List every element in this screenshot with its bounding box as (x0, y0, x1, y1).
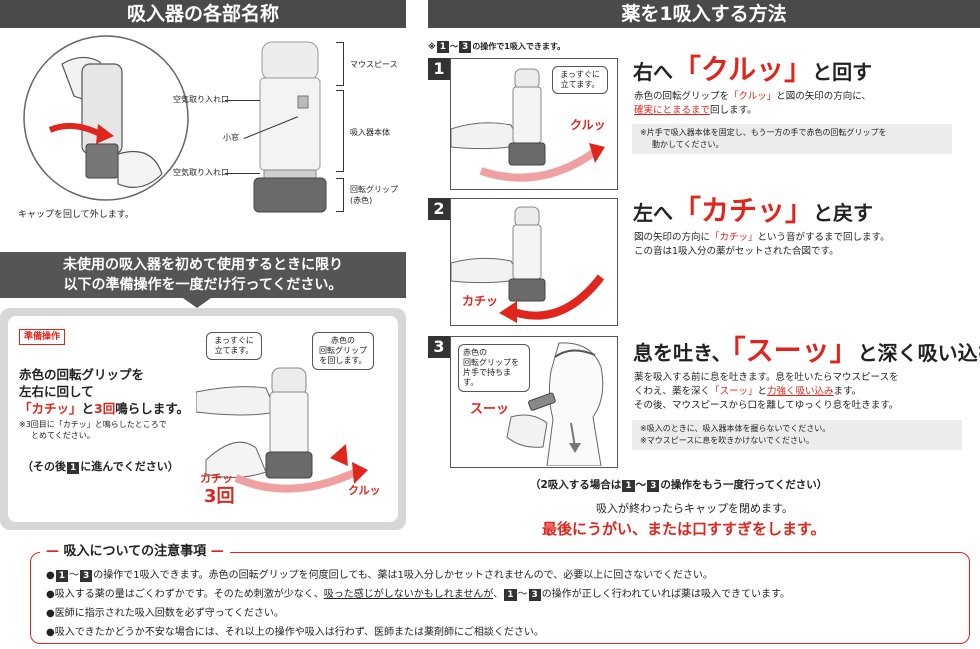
label-grip: 回転グリップ(赤色) (350, 185, 398, 205)
label-air-intake-top: 空気取り入れ口 (173, 95, 229, 104)
method-header: 薬を1吸入する方法 (428, 0, 980, 28)
first-use-banner: 未使用の吸入器を初めて使用するときに限り 以下の準備操作を一度だけ行ってください… (0, 252, 406, 298)
step3-text: 薬を吸入する前に息を吐きます。息を吐いたらマウスピースを くわえ、薬を深く「スー… (634, 372, 899, 411)
prep-note: ※3回目に「カチッ」と鳴らしたところで とめてください。 (19, 420, 167, 440)
leader-line (225, 100, 260, 101)
prep-instructions: 赤色の回転グリップを 左右に回して 「カチッ」と3回鳴らします。 (19, 367, 189, 416)
notes-title: — 吸入についての注意事項 — (40, 543, 230, 561)
bracket-body (336, 90, 344, 172)
step3-bubble: 赤色の回転グリップを片手で持ちます。 (458, 344, 530, 392)
prep-label-kuru: クルッ (348, 484, 381, 497)
step1-note: ※片手で吸入器本体を固定し、もう一方の手で赤色の回転グリップを 動かしてください… (632, 124, 952, 154)
step2-illustration (450, 198, 618, 326)
step2-title: 左へ「カチッ」と戻す (633, 194, 874, 227)
step3-note: ※吸入のときに、吸入器本体を握らないでください。 ※マウスピースに息を吹きかけな… (632, 420, 962, 450)
close-cap-text: 吸入が終わったらキャップを閉めます。 (596, 502, 793, 515)
preparation-tag: 準備操作 (19, 329, 66, 345)
banner-arrow (183, 298, 211, 308)
step3-label: スーッ (470, 402, 510, 417)
prep-bubble-grip: 赤色の回転グリップを回します。 (312, 332, 374, 370)
bracket-mouthpiece (336, 42, 344, 86)
note-item: ●医師に指示された吸入回数を必ず守ってください。 (46, 608, 284, 619)
prep-bubble-upright: まっすぐに立てます。 (206, 332, 262, 360)
prep-label-kachi: カチッ (200, 472, 233, 485)
step3-number: 3 (428, 336, 450, 358)
note-item: ●吸入する薬の量はごくわずかです。そのため刺激が少なく、吸った感じがしないかもし… (46, 589, 790, 601)
step3-title: 息を吐き、「スーッ」と深く吸い込む (633, 334, 980, 367)
step3-illustration (450, 336, 618, 468)
label-air-intake-bottom: 空気取り入れ口 (173, 168, 229, 177)
label-mouthpiece: マウスピース (350, 60, 398, 69)
step1-number: 1 (428, 58, 450, 80)
note-item: ●吸入できたかどうか不安な場合には、それ以上の操作や吸入は行わず、医師または薬剤… (46, 627, 544, 638)
cap-caption: キャップを回して外します。 (18, 210, 134, 220)
label-body: 吸入器本体 (350, 128, 390, 137)
bracket-grip (336, 178, 344, 212)
parts-header: 吸入器の各部名称 (0, 0, 406, 28)
leader-line (225, 173, 260, 174)
inhaler-illustration (250, 38, 330, 218)
label-small-window: 小窓 (223, 133, 239, 142)
step1-title: 右へ「クルッ」と回す (633, 53, 873, 86)
step1-text: 赤色の回転グリップを「クルッ」と図の矢印の方向に、 確実にとまるまで回します。 (634, 91, 871, 116)
rinse-text: 最後にうがい、または口すすぎをします。 (542, 520, 826, 538)
cap-removal-illustration (22, 34, 190, 202)
prep-label-3kai: 3回 (204, 486, 235, 507)
notes-box (30, 552, 970, 644)
step1-label: クルッ (570, 118, 606, 132)
prep-hand-illustration (195, 362, 396, 502)
step2-text: 図の矢印の方向に「カチッ」という音がするまで回します。 この音は1吸入分の薬がセ… (634, 232, 890, 257)
step2-number: 2 (428, 198, 450, 220)
step1-bubble: まっすぐに立てます。 (552, 66, 608, 94)
step2-label: カチッ (462, 294, 499, 308)
